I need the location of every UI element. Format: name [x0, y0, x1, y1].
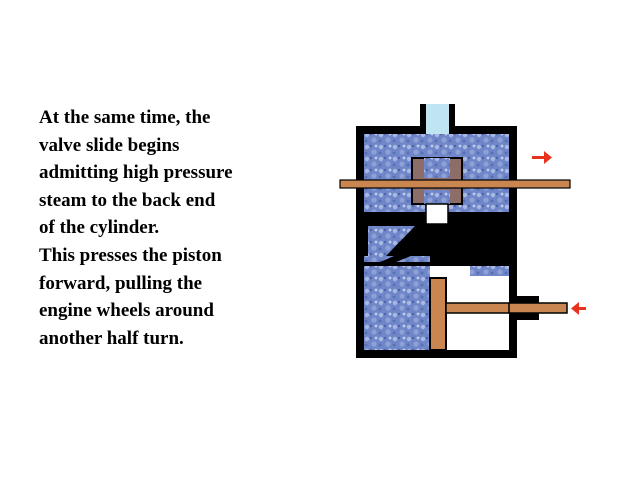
- text-line: of the cylinder.: [39, 217, 160, 239]
- valve-rod: [339, 179, 571, 189]
- steam-cylinder-diagram: [339, 104, 586, 358]
- text-line: At the same time, the: [39, 107, 211, 128]
- left-port-steam: [368, 226, 415, 256]
- text-line: This presses the piston: [39, 244, 222, 266]
- valve-rod-arrow: [532, 151, 552, 164]
- text-line: another half turn.: [39, 327, 184, 349]
- text-line: engine wheels around: [39, 300, 214, 322]
- text-line: valve slide begins: [39, 134, 180, 156]
- text-line: steam to the back end: [39, 189, 216, 211]
- back-end-steam: [364, 256, 430, 350]
- port-wall: [364, 212, 509, 262]
- slide-text: At the same time, the valve slide begins…: [39, 104, 329, 352]
- text-line: forward, pulling the: [39, 272, 203, 294]
- piston-rod-arrow: [571, 302, 586, 315]
- steam-inlet: [426, 104, 449, 134]
- piston: [429, 277, 447, 351]
- text-line: admitting high pressure: [39, 162, 233, 184]
